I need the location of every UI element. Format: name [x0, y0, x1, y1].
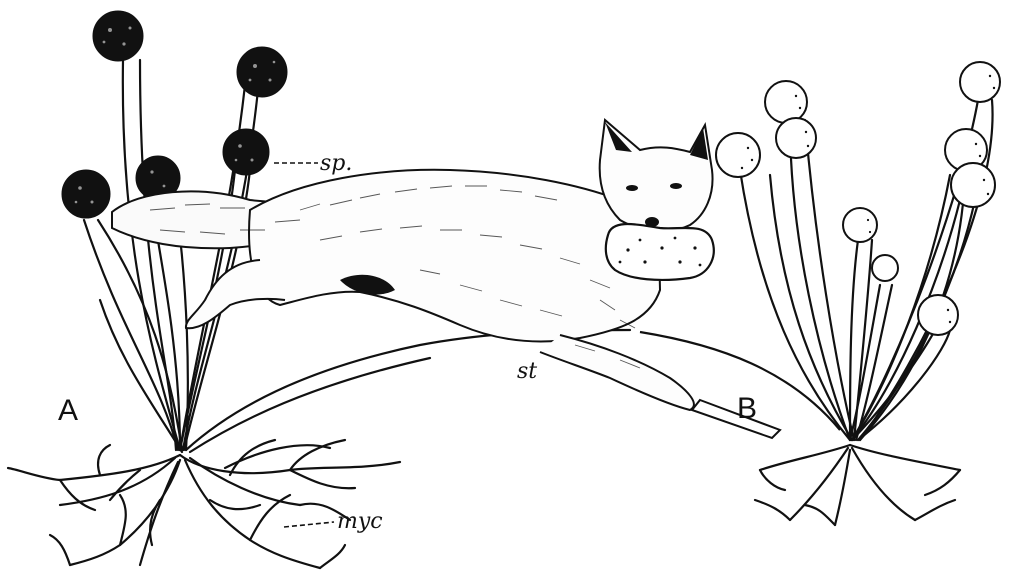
fox-front-leg: [540, 335, 694, 410]
sporangium-light: [960, 62, 1000, 102]
bread-slice: [606, 224, 714, 280]
sporangium-light: [872, 255, 898, 281]
stick: [692, 400, 780, 438]
sporangia-a: [62, 11, 287, 218]
sporangium-dark: [223, 129, 269, 175]
sporangium-light: [776, 118, 816, 158]
label-b: B: [737, 392, 757, 425]
mycelium-b: [755, 445, 960, 525]
sporangia-b: [716, 62, 1000, 335]
sporangium-dark: [93, 11, 143, 61]
fox-body: [249, 170, 660, 342]
label-a: A: [58, 394, 78, 427]
sporangium-light: [716, 133, 760, 177]
sporangium-light: [765, 81, 807, 123]
label-myc: myc: [337, 509, 383, 534]
mycelium-a: [8, 440, 400, 568]
sporangium-light: [918, 295, 958, 335]
label-sp: sp.: [320, 151, 352, 176]
sporangium-light: [951, 163, 995, 207]
sporangium-dark: [62, 170, 110, 218]
label-st: st: [517, 359, 537, 384]
sporangium-light: [843, 208, 877, 242]
sporangium-dark: [237, 47, 287, 97]
